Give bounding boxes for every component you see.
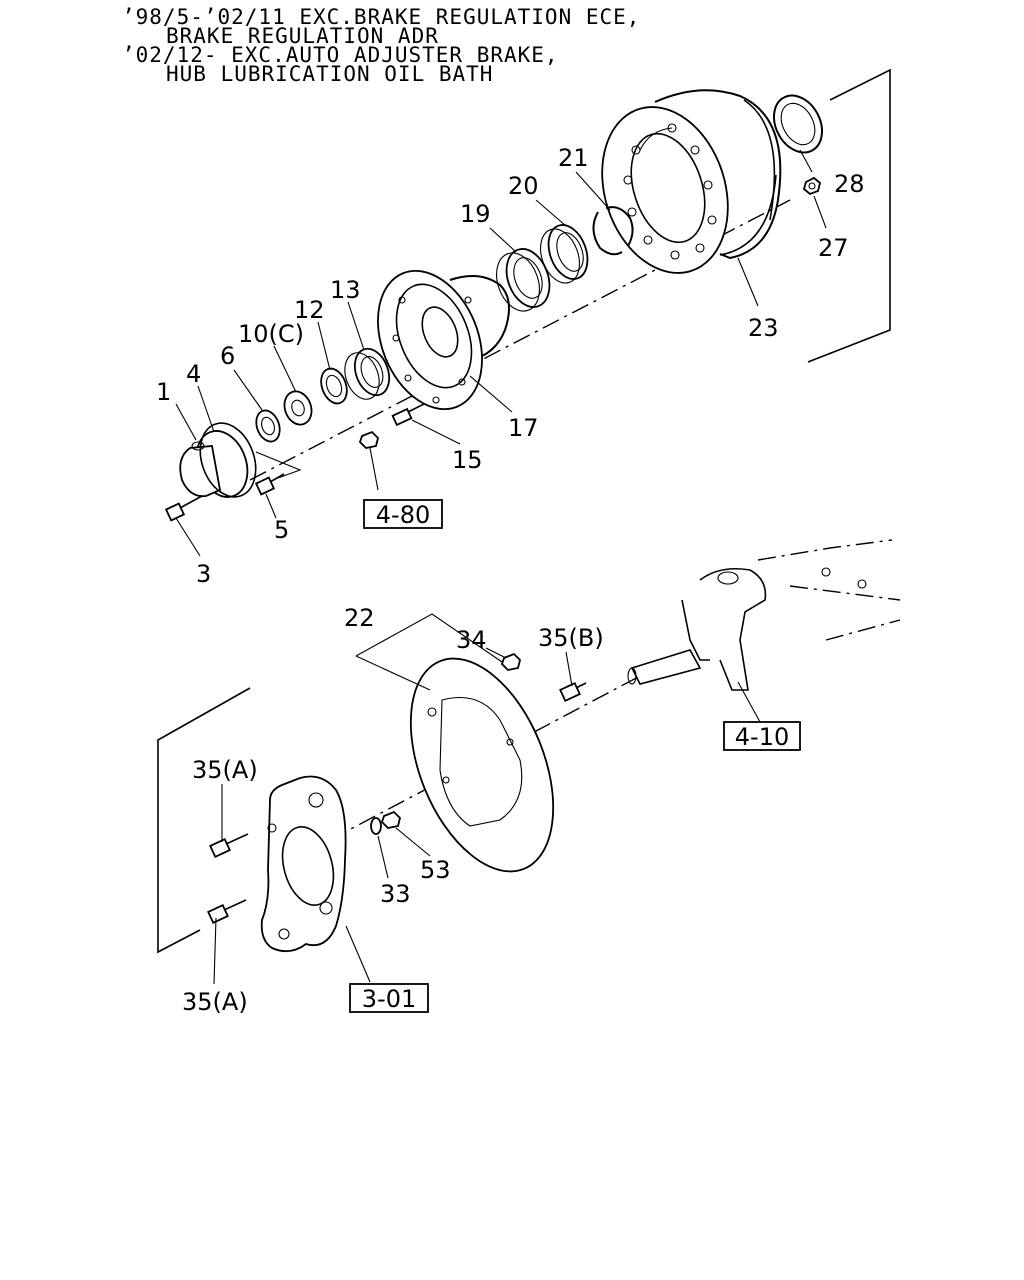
callout-17: 17 xyxy=(508,414,539,442)
callout-labels: 28 27 23 21 20 19 17 13 12 10(C) 6 4 1 1… xyxy=(156,144,865,1016)
part-34-bolt xyxy=(500,652,521,671)
part-35a-bolt-upper xyxy=(209,833,249,859)
part-6-lock-washer xyxy=(255,409,281,443)
part-28-oil-seal xyxy=(773,94,823,154)
reference-4-80-label: 4-80 xyxy=(376,501,430,529)
callout-6: 6 xyxy=(220,342,235,370)
header-notes: ’98/5-’02/11 EXC.BRAKE REGULATION ECE, B… xyxy=(122,5,640,86)
header-line-1: ’98/5-’02/11 EXC.BRAKE REGULATION ECE, xyxy=(122,5,640,29)
reference-box-4-10[interactable]: 4-10 xyxy=(723,721,801,751)
callout-12: 12 xyxy=(294,296,325,324)
part-27-nut xyxy=(802,176,822,196)
callout-19: 19 xyxy=(460,200,491,228)
callout-1: 1 xyxy=(156,378,171,406)
callout-20: 20 xyxy=(508,172,539,200)
callout-34: 34 xyxy=(456,626,487,654)
callout-28: 28 xyxy=(834,170,865,198)
callout-27: 27 xyxy=(818,234,849,262)
part-10c-nut xyxy=(283,390,313,426)
part-35b-bolt xyxy=(559,681,587,703)
part-33-washer xyxy=(370,817,382,835)
callout-23: 23 xyxy=(748,314,779,342)
callout-13: 13 xyxy=(330,276,361,304)
reference-box-3-01[interactable]: 3-01 xyxy=(349,983,429,1013)
part-23-brake-drum xyxy=(601,89,782,274)
upper-bracket xyxy=(807,68,891,363)
part-35a-bolt-lower xyxy=(207,899,247,925)
part-19-bearing xyxy=(496,248,551,312)
callout-35a-top: 35(A) xyxy=(192,756,258,784)
callout-33: 33 xyxy=(380,880,411,908)
header-line-4: HUB LUBRICATION OIL BATH xyxy=(166,62,493,86)
axle-beam-knuckle xyxy=(627,539,901,691)
reference-3-01-label: 3-01 xyxy=(362,985,416,1013)
callout-53: 53 xyxy=(420,856,451,884)
callout-35b: 35(B) xyxy=(538,624,604,652)
part-3-bolt xyxy=(164,495,203,522)
reference-4-10-label: 4-10 xyxy=(735,723,789,751)
anchor-plate xyxy=(260,775,347,953)
part-22-backing-plate xyxy=(409,657,555,873)
part-15-hub-bolt xyxy=(391,403,425,427)
callout-35a-bottom: 35(A) xyxy=(182,988,248,1016)
part-15-wheel-nut xyxy=(358,430,379,449)
part-17-hub xyxy=(377,269,510,411)
callout-3: 3 xyxy=(196,560,211,588)
leader-lines xyxy=(175,149,827,985)
callout-21: 21 xyxy=(558,144,589,172)
part-5-bolt xyxy=(254,473,285,496)
callout-4: 4 xyxy=(186,360,201,388)
header-line-3: ’02/12- EXC.AUTO ADJUSTER BRAKE, xyxy=(122,43,559,67)
part-21-snap-ring xyxy=(592,206,634,256)
reference-box-4-80[interactable]: 4-80 xyxy=(363,499,443,529)
callout-10c: 10(C) xyxy=(238,320,304,348)
lower-bracket xyxy=(157,687,251,954)
part-4-gasket xyxy=(199,422,257,498)
callout-22: 22 xyxy=(344,604,375,632)
part-13-bearing xyxy=(344,347,391,400)
part-53-nut xyxy=(380,810,401,829)
callout-15: 15 xyxy=(452,446,483,474)
callout-5: 5 xyxy=(274,516,289,544)
header-line-2: BRAKE REGULATION ADR xyxy=(166,24,439,48)
part-12-seal xyxy=(320,367,348,405)
